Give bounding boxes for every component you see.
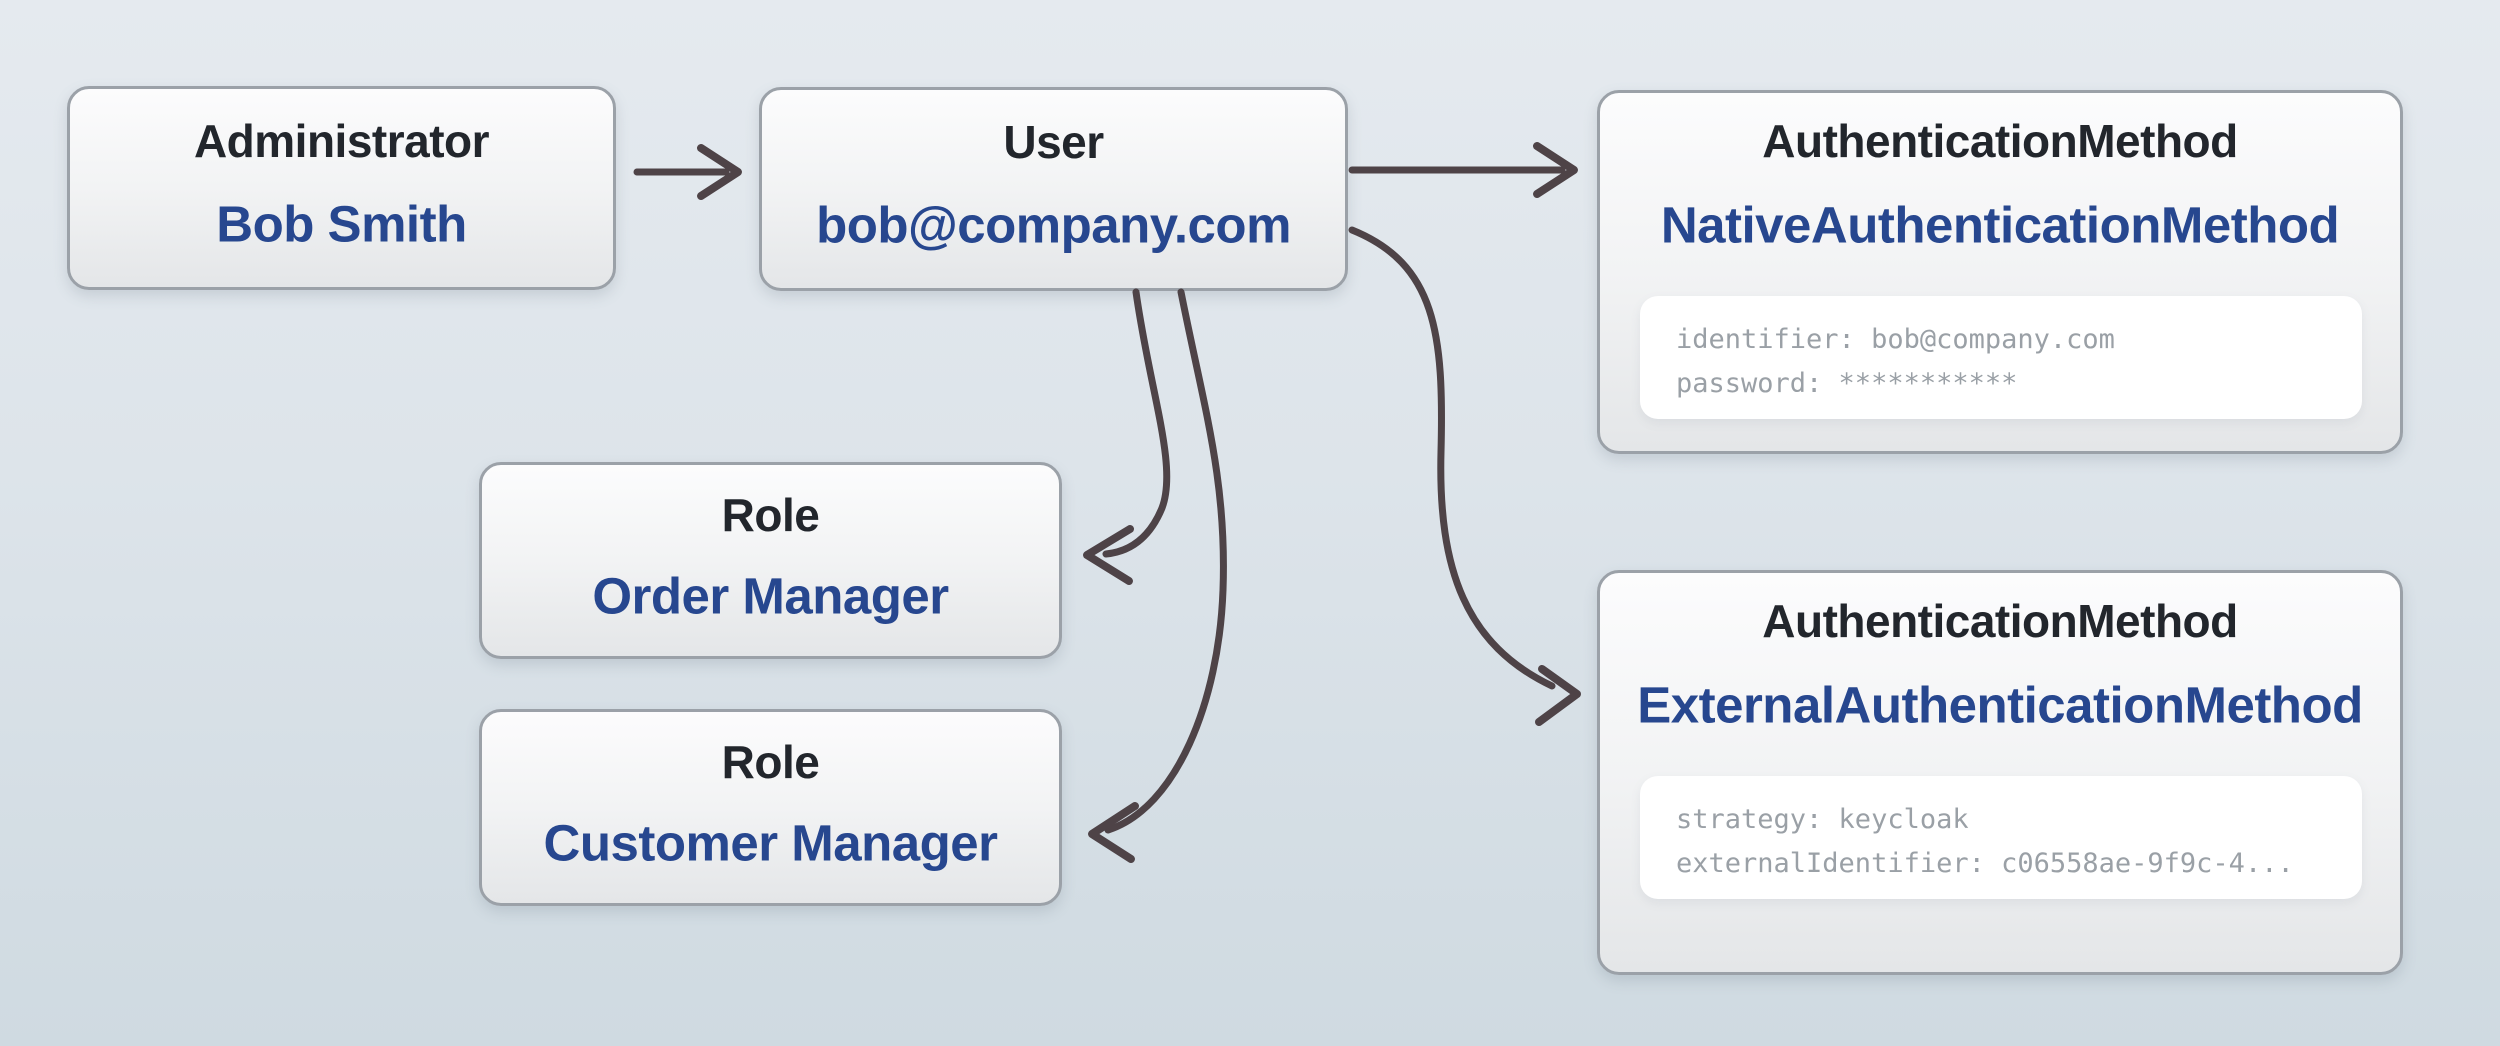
arrow-shaft — [1348, 226, 1556, 690]
entity-type-label: Role — [721, 736, 820, 788]
edge-user-to-role-order-manager — [1083, 288, 1171, 585]
attribute-identifier: identifier: bob@company.com — [1676, 324, 2115, 355]
entity-value: ExternalAuthenticationMethod — [1637, 676, 2363, 734]
entity-value: Order Manager — [592, 567, 949, 625]
node-authentication-method-native: AuthenticationMethod NativeAuthenticatio… — [1597, 90, 2403, 454]
attributes-panel: identifier: bob@company.com password: **… — [1640, 296, 2362, 419]
node-user: User bob@company.com — [759, 87, 1348, 291]
node-authentication-method-external: AuthenticationMethod ExternalAuthenticat… — [1597, 570, 2403, 975]
edge-user-to-native-authentication-method — [1348, 142, 1578, 198]
attributes-panel: strategy: keycloak externalIdentifier: c… — [1640, 776, 2362, 899]
node-role-order-manager: Role Order Manager — [479, 462, 1062, 659]
entity-value: Bob Smith — [216, 195, 467, 253]
arrow-head-icon — [697, 144, 742, 200]
entity-type-label: AuthenticationMethod — [1762, 115, 2238, 167]
attribute-external-identifier: externalIdentifier: c06558ae-9f9c-4... — [1676, 848, 2294, 879]
edge-administrator-to-user — [633, 144, 742, 200]
entity-type-label: Administrator — [193, 115, 490, 167]
arrow-shaft — [1104, 288, 1227, 834]
entity-value: bob@company.com — [816, 196, 1291, 254]
node-administrator: Administrator Bob Smith — [67, 86, 616, 290]
attribute-strategy: strategy: keycloak — [1676, 804, 1969, 835]
arrow-head-icon — [1533, 142, 1578, 198]
arrow-head-icon — [1088, 802, 1139, 863]
edge-user-to-role-customer-manager — [1088, 288, 1227, 863]
attribute-password: password: *********** — [1676, 368, 2018, 399]
edge-user-to-external-authentication-method — [1348, 226, 1581, 726]
arrow-shaft — [1102, 288, 1171, 558]
arrow-head-icon — [1535, 665, 1581, 726]
entity-value: NativeAuthenticationMethod — [1660, 196, 2340, 254]
node-role-customer-manager: Role Customer Manager — [479, 709, 1062, 906]
entity-type-label: Role — [721, 489, 820, 541]
entity-type-label: User — [1003, 116, 1104, 168]
entity-value: Customer Manager — [543, 814, 998, 872]
arrow-head-icon — [1083, 525, 1134, 585]
entity-type-label: AuthenticationMethod — [1762, 595, 2238, 647]
